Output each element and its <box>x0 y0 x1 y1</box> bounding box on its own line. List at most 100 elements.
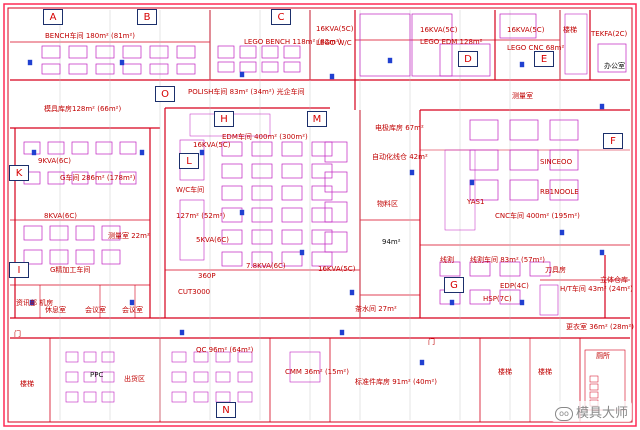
room-ht: H/T车间 43m² (24m²) <box>560 285 633 293</box>
machine <box>311 163 333 179</box>
machine <box>149 45 169 59</box>
marker-c[interactable]: C <box>271 9 291 25</box>
equip-top-right: TEKFA(2C) <box>591 30 628 38</box>
inner-frame <box>7 7 633 423</box>
machine <box>499 13 537 39</box>
machine <box>261 45 279 59</box>
machine <box>509 119 539 141</box>
room-cnc-shop: CNC车间 400m² (195m²) <box>495 212 580 220</box>
marker-m[interactable]: M <box>307 111 327 127</box>
marker-k[interactable]: K <box>9 165 29 181</box>
marker-o[interactable]: O <box>155 86 175 102</box>
machine <box>49 225 69 241</box>
desk <box>65 371 79 383</box>
machine <box>283 45 301 59</box>
machine <box>281 207 303 223</box>
machine <box>261 61 279 73</box>
room-qc: QC 96m² (64m²) <box>196 346 254 354</box>
marker-e[interactable]: E <box>534 51 554 67</box>
room-elec-store: 电极库房 67m² <box>375 124 424 132</box>
marker-n[interactable]: N <box>216 402 236 418</box>
equip-tag: RB1NOOLE <box>540 188 579 196</box>
marker-a[interactable]: A <box>43 9 63 25</box>
equip-tag: 16KVA(5C) <box>193 141 231 149</box>
desk <box>101 351 115 363</box>
room-rest: 休息室 <box>45 306 66 314</box>
machine <box>597 43 627 73</box>
desk <box>171 351 187 363</box>
machine <box>71 141 89 155</box>
marker-g[interactable]: G <box>444 277 464 293</box>
room-cmm: CMM 36m² (15m²) <box>285 368 349 376</box>
room-g-shop: G车间 286m² (178m²) <box>60 174 136 182</box>
marker-i[interactable]: I <box>9 262 29 278</box>
machine <box>75 225 95 241</box>
fixture <box>29 299 35 306</box>
equip-cnc-top: 16KVA(5C) <box>507 26 545 34</box>
machine <box>119 171 137 185</box>
fixture <box>299 249 305 256</box>
fixture <box>419 359 425 366</box>
machine <box>439 261 461 277</box>
machine <box>549 119 579 141</box>
machine <box>444 149 476 231</box>
room-bench: BENCH车间 180m² (81m²) <box>45 32 136 40</box>
machine <box>101 225 121 241</box>
machine <box>101 249 121 265</box>
room-mould-store: 模具库房128m² (66m²) <box>44 105 122 113</box>
machine <box>251 207 273 223</box>
outer-frame <box>3 3 637 427</box>
equip-tag: 7.8KVA(6C) <box>246 262 286 270</box>
marker-d[interactable]: D <box>458 51 478 67</box>
marker-b[interactable]: B <box>137 9 157 25</box>
fixture <box>519 61 525 68</box>
machine <box>122 63 142 75</box>
machine <box>221 229 243 245</box>
room-lego-edm: LEGO EDM 128m² <box>420 38 483 46</box>
machine <box>439 43 491 77</box>
machine <box>311 185 333 201</box>
desk <box>193 351 209 363</box>
equip-tag: 5KVA(6C) <box>196 236 229 244</box>
machine <box>68 45 88 59</box>
marker-l[interactable]: L <box>179 153 199 169</box>
machine <box>221 251 243 267</box>
fixture <box>599 249 605 256</box>
label-vert-store: 立体仓库 <box>600 276 628 284</box>
desk <box>83 371 97 383</box>
room-meeting1: 会议室 <box>85 306 106 314</box>
machine <box>509 179 539 201</box>
machine <box>95 141 113 155</box>
machine <box>251 141 273 157</box>
equip-tag: YAS1 <box>467 198 485 206</box>
machine <box>469 149 499 171</box>
fixture <box>409 169 415 176</box>
fixture <box>31 149 37 156</box>
fixture <box>387 57 393 64</box>
machine <box>359 13 411 77</box>
room-tool-store: 刀具房 <box>545 266 566 274</box>
machine <box>49 249 69 265</box>
wechat-icon: oo <box>554 407 573 421</box>
marker-h[interactable]: H <box>214 111 234 127</box>
machine <box>281 185 303 201</box>
machine <box>122 45 142 59</box>
toilet-stall <box>589 375 599 383</box>
room-wc-size: 127m² (52m²) <box>176 212 226 220</box>
desk <box>237 351 253 363</box>
fixture <box>449 299 455 306</box>
equip-tag: 9KVA(6C) <box>38 157 71 165</box>
fixture <box>27 59 33 66</box>
desk <box>215 391 231 403</box>
marker-f[interactable]: F <box>603 133 623 149</box>
machine <box>564 13 588 75</box>
room-change: 更衣室 36m² (28m²) <box>566 323 634 331</box>
machine <box>281 251 303 267</box>
machine <box>469 289 491 305</box>
desk <box>237 391 253 403</box>
machine <box>95 171 113 185</box>
door-right: 门 <box>428 338 435 346</box>
machine <box>311 229 333 245</box>
machine <box>221 163 243 179</box>
equip-tag: SINCEOO <box>540 158 573 166</box>
